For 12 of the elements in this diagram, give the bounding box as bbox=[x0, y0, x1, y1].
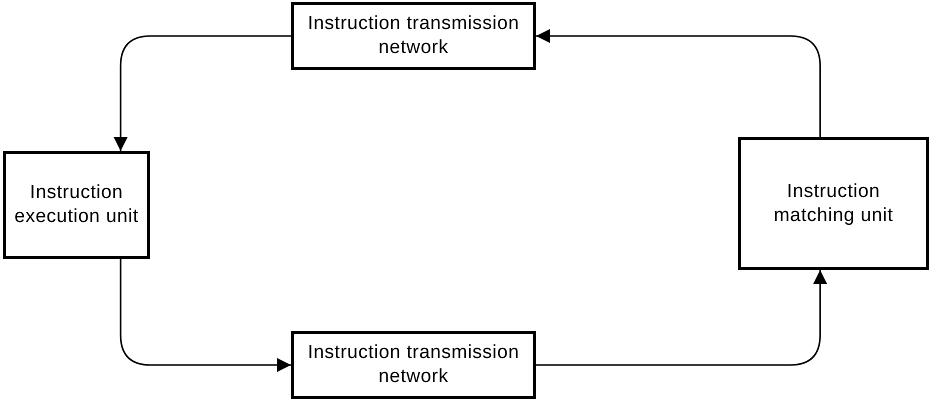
arrow bbox=[536, 29, 821, 137]
process-box bbox=[291, 2, 536, 70]
arrow bbox=[114, 35, 291, 151]
node-label: Instruction execution unit bbox=[13, 181, 140, 229]
node-label: Instruction transmission network bbox=[306, 12, 520, 60]
node-label: Instruction transmission network bbox=[306, 341, 520, 389]
node-label: Instruction matching unit bbox=[772, 180, 894, 228]
process-box bbox=[291, 331, 536, 399]
process-box bbox=[3, 151, 150, 259]
arrow bbox=[120, 259, 291, 372]
process-box bbox=[738, 137, 929, 270]
arrow bbox=[536, 270, 828, 366]
